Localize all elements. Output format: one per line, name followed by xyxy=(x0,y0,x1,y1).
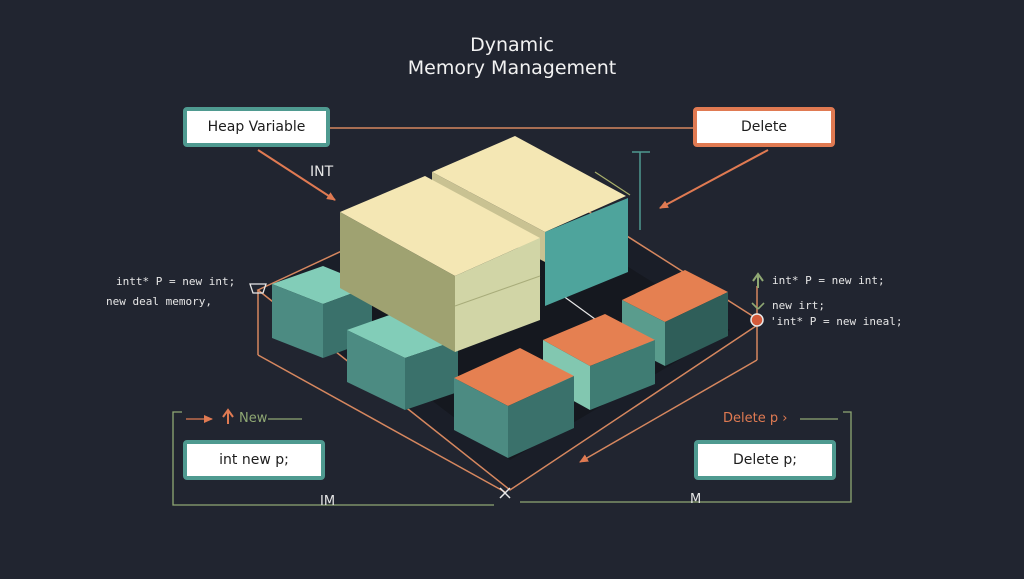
connector-bottom-diagonal xyxy=(257,354,506,493)
page-title-line1: Dynamic xyxy=(470,34,554,56)
arrow-to-int xyxy=(257,149,336,201)
circle-marker-icon xyxy=(750,313,764,327)
arrow-from-delete xyxy=(659,149,769,209)
heap-variable-label: Heap Variable xyxy=(207,119,306,135)
int-new-p-label: int new p; xyxy=(219,452,289,468)
delete-p-label: Delete p; xyxy=(732,452,798,468)
connector-right-diagonal xyxy=(579,359,758,463)
code-left-line2: new deal memory, xyxy=(106,295,212,308)
cup-marker-icon xyxy=(249,283,267,294)
block-left-front xyxy=(347,312,458,410)
code-right-line1: int* P = new int; xyxy=(772,274,885,287)
code-right-line2: new irt; xyxy=(772,299,825,312)
new-label: New xyxy=(239,411,268,426)
code-right-line3: 'int* P = new ineal; xyxy=(770,315,903,328)
bracket-delete-right xyxy=(520,411,852,503)
int-label: INT xyxy=(310,164,334,180)
connector-cream-edge xyxy=(594,171,631,196)
delete-label: Delete xyxy=(741,119,787,135)
up-arrow-icon xyxy=(752,272,764,288)
block-right-front xyxy=(454,348,574,458)
block-teal-large xyxy=(545,198,628,306)
m-label: M xyxy=(690,492,702,507)
block-left-back xyxy=(272,266,372,358)
block-cream-left xyxy=(340,176,541,352)
im-label: IM xyxy=(320,494,336,509)
cross-marker-icon xyxy=(499,487,511,499)
delete-p-arrow-label: Delete p › xyxy=(723,411,788,426)
int-new-p-box: int new p; xyxy=(183,440,325,480)
cross-marker-icon xyxy=(751,302,765,310)
code-left-line1: intt* P = new int; xyxy=(116,275,236,288)
delete-box: Delete xyxy=(693,107,835,147)
heap-variable-box: Heap Variable xyxy=(183,107,330,147)
up-arrow-icon xyxy=(222,408,234,424)
page-title-line2: Memory Management xyxy=(407,57,617,79)
bracket-new-left xyxy=(172,411,494,506)
delete-p-box: Delete p; xyxy=(694,440,836,480)
